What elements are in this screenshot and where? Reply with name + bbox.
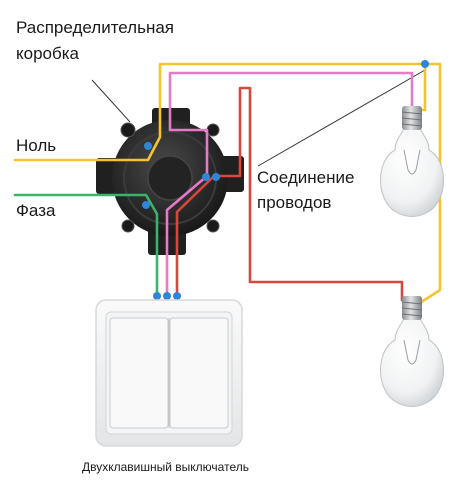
connection-dot [421,60,429,68]
connection-dot [173,292,181,300]
neutral-wire [13,62,427,162]
neutral-label: Ноль [16,136,57,155]
junction-box-icon [96,108,244,255]
junction-box-label-line1: Распределительная [16,18,175,37]
light-bulb-icon [380,106,444,217]
pointer-junction-box [91,79,131,123]
connection-dot [153,292,161,300]
phase-label: Фаза [16,201,56,220]
pointer-connection [257,69,426,167]
connection-dot [144,142,152,150]
connection-dot [202,173,210,181]
connection-dot [163,292,171,300]
connection-dot [142,201,150,209]
connection-dots [142,60,429,300]
connection-label-line2: проводов [257,193,332,212]
junction-box-label-line2: коробка [16,44,79,63]
light-bulb-icon [380,296,444,407]
connection-label-line1: Соединение [257,168,355,187]
phase-wire [13,193,159,298]
double-switch-icon [95,299,243,447]
switch-key-right [169,317,229,429]
switch-key-left [109,317,169,429]
lamp1-wire [165,71,414,298]
connection-dot [212,173,220,181]
switch-caption: Двухклавишный выключатель [82,460,249,474]
lamp2-wire [175,86,404,302]
